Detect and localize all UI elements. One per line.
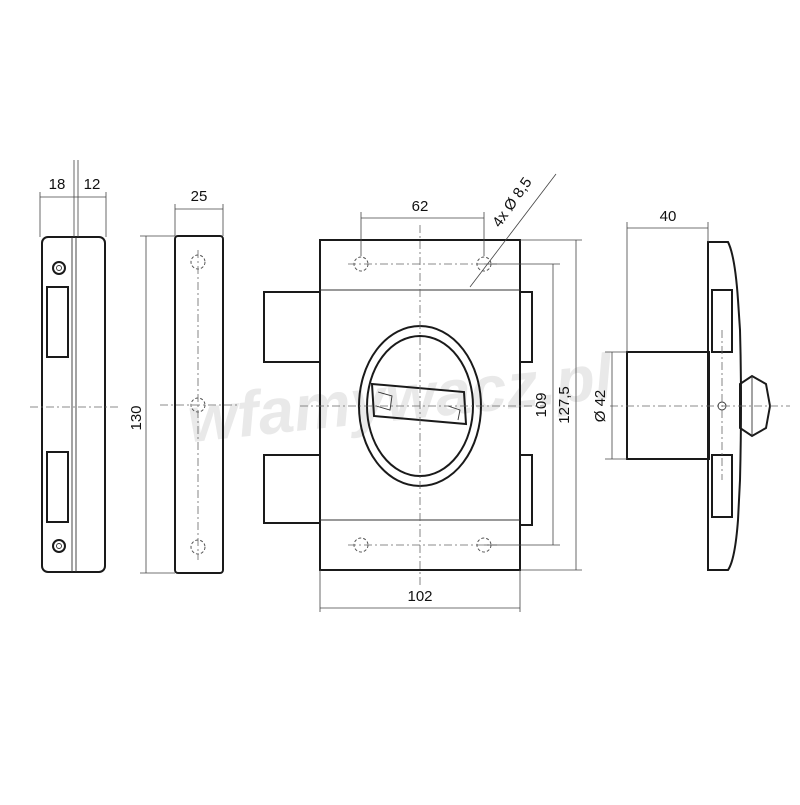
dim-label-62: 62 — [412, 198, 429, 215]
side-view-slot-bottom — [46, 451, 69, 523]
dim-label-127-5: 127,5 — [556, 386, 573, 424]
cylinder-body — [626, 351, 710, 460]
watermark-text: wfamywacz.pl — [184, 340, 617, 456]
side-view-screw-top-inner — [56, 265, 62, 271]
side-view-slot-top — [46, 286, 69, 358]
key-handle-detail — [375, 391, 393, 411]
bolt-right-bottom — [519, 454, 533, 526]
dim-label-40: 40 — [660, 208, 677, 225]
knob — [739, 374, 772, 438]
side-view-screw-bottom — [52, 539, 66, 553]
bolt-left-top — [263, 291, 321, 363]
dim-label-18: 18 — [49, 176, 66, 193]
dim-label-12: 12 — [84, 176, 101, 193]
side-view-screw-top — [52, 261, 66, 275]
dim-label-25: 25 — [191, 188, 208, 205]
side-view-screw-bottom-inner — [56, 543, 62, 549]
key-handle-detail — [447, 405, 461, 421]
strike-plate-view: 25 130 — [128, 188, 240, 574]
dim-label-102: 102 — [407, 588, 432, 605]
cylinder-side-view: 40 Ø 42 — [592, 208, 790, 571]
strike-plate-outline — [174, 235, 224, 574]
dim-label-130: 130 — [128, 405, 145, 430]
key-handle — [370, 382, 468, 426]
dim-label-109: 109 — [533, 392, 550, 417]
lock-body-outline — [319, 239, 521, 571]
hole-spec-label: 4x Ø 8,5 — [489, 174, 535, 230]
dim-label-diameter-42: Ø 42 — [592, 390, 609, 423]
side-view: 18 12 — [30, 160, 120, 573]
bolt-left-bottom — [263, 454, 321, 524]
hole-spec-leader — [469, 173, 557, 288]
side-view-outline — [41, 236, 106, 573]
